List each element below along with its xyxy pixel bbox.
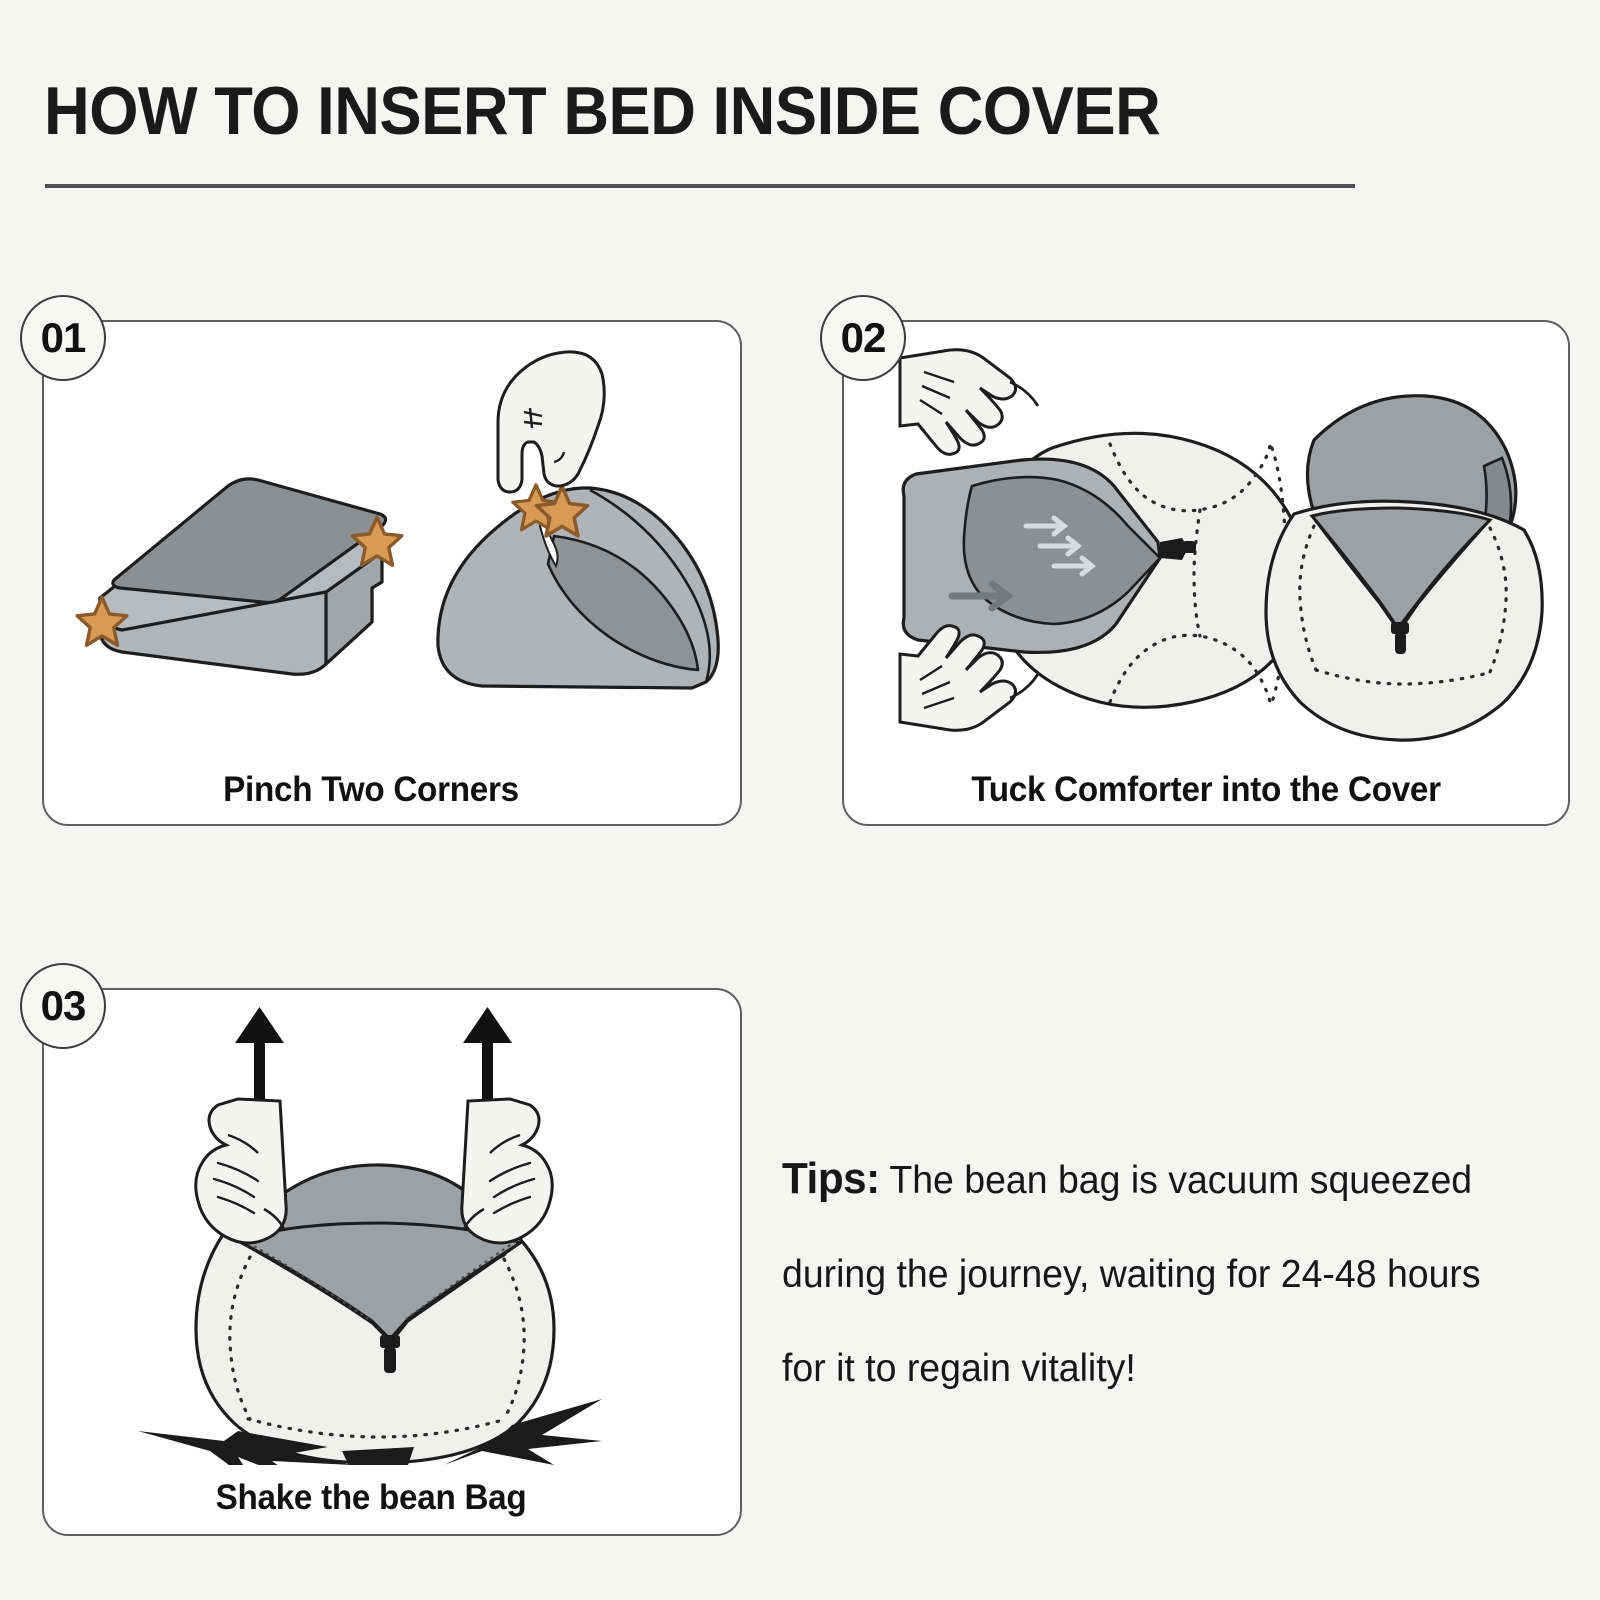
step-number-badge-01: 01: [20, 295, 106, 381]
step-01-caption: Pinch Two Corners: [223, 770, 519, 809]
draped-cover-icon: [436, 486, 720, 690]
tips-text-1: The bean bag is vacuum squeezed: [889, 1159, 1473, 1202]
comforter-being-tucked: [901, 457, 1162, 655]
step-02-illustration: [898, 348, 1544, 742]
zipper-pull-icon-rotated: [1391, 622, 1409, 654]
folded-comforter-icon: [98, 477, 388, 676]
step-01-illustration: [75, 350, 720, 690]
step-number-badge-03: 03: [20, 963, 106, 1049]
page-title: HOW TO INSERT BED INSIDE COVER: [44, 73, 1161, 149]
step-02-caption: Tuck Comforter into the Cover: [971, 770, 1441, 809]
impact-burst-icon: [138, 1399, 602, 1465]
hand-bottom-icon: [898, 624, 1040, 732]
tuck-direction-arrows-small: [1023, 515, 1097, 577]
step-03-caption: Shake the bean Bag: [215, 1478, 527, 1517]
tips-block: Tips:The bean bag is vacuum squeezed dur…: [782, 1132, 1572, 1416]
star-marker-left: [75, 595, 129, 647]
tips-line-3: for it to regain vitality!: [782, 1347, 1136, 1390]
tips-line-1: Tips:The bean bag is vacuum squeezed: [782, 1132, 1540, 1228]
up-arrow-right-icon: [463, 1007, 512, 1111]
zipper-pull-icon-lifted: [380, 1335, 400, 1373]
tips-line-2: during the journey, waiting for 24-48 ho…: [782, 1253, 1481, 1296]
bean-bag-lifted-icon: [194, 1163, 556, 1465]
pinching-hand-icon: [496, 350, 606, 494]
hand-right-grip-icon: [460, 1097, 554, 1245]
bean-bag-rotated-icon: [1264, 394, 1544, 742]
tips-label: Tips:: [782, 1154, 880, 1203]
title-divider: [45, 184, 1355, 188]
zipper-pull-icon: [1160, 538, 1196, 560]
hand-left-grip-icon: [194, 1097, 288, 1245]
star-marker-right: [350, 515, 404, 567]
hand-top-icon: [898, 348, 1040, 456]
step-03-illustration: [138, 1007, 602, 1465]
tuck-direction-arrow-large: [948, 580, 1014, 612]
up-arrow-left-icon: [235, 1007, 284, 1111]
step-number-badge-02: 02: [820, 295, 906, 381]
star-pinch-right: [534, 484, 590, 538]
